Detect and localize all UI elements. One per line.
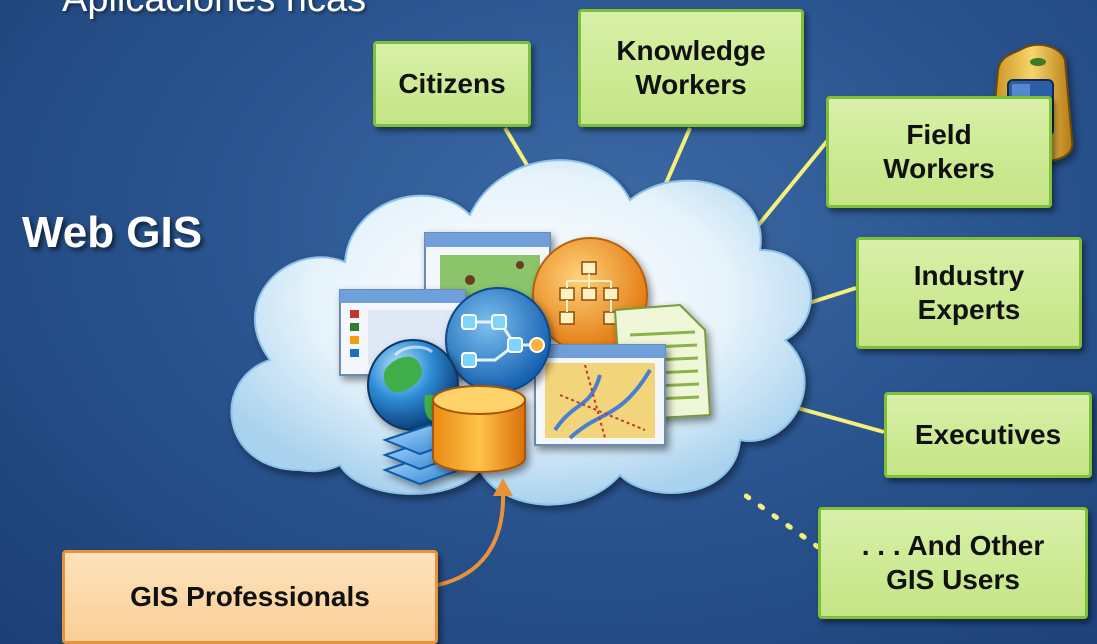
knowledge-workers-box: Knowledge Workers <box>578 9 804 127</box>
industry-experts-label-line1: Industry <box>913 260 1025 292</box>
citizens-label: Citizens <box>398 68 506 100</box>
executives-box: Executives <box>884 392 1092 478</box>
other-gis-users-box: . . . And Other GIS Users <box>818 507 1088 619</box>
gis-professionals-box: GIS Professionals <box>62 550 438 644</box>
other-gis-users-label-line2: GIS Users <box>886 564 1020 595</box>
other-gis-users-label-line1: . . . And Other <box>861 530 1045 562</box>
database-icon <box>432 385 526 473</box>
connector-citizens <box>503 126 532 172</box>
executives-label: Executives <box>914 419 1062 451</box>
field-workers-box: Field Workers <box>826 96 1052 208</box>
web-gis-label: Web GIS <box>22 208 203 257</box>
industry-experts-label-line2: Experts <box>917 294 1021 325</box>
field-workers-label-line2: Workers <box>883 153 995 184</box>
gis-professionals-label: GIS Professionals <box>130 581 370 613</box>
street-map-window-icon <box>534 344 666 446</box>
knowledge-workers-label-line2: Workers <box>635 69 747 100</box>
knowledge-workers-label-line1: Knowledge <box>616 35 766 67</box>
page-heading: Aplicaciones ricas <box>62 0 366 21</box>
network-icon <box>445 287 551 393</box>
connector-other-users <box>732 485 821 550</box>
field-workers-label-line1: Field <box>906 119 972 151</box>
industry-experts-box: Industry Experts <box>856 237 1082 349</box>
upload-arrow <box>437 478 513 587</box>
citizens-box: Citizens <box>373 41 531 127</box>
